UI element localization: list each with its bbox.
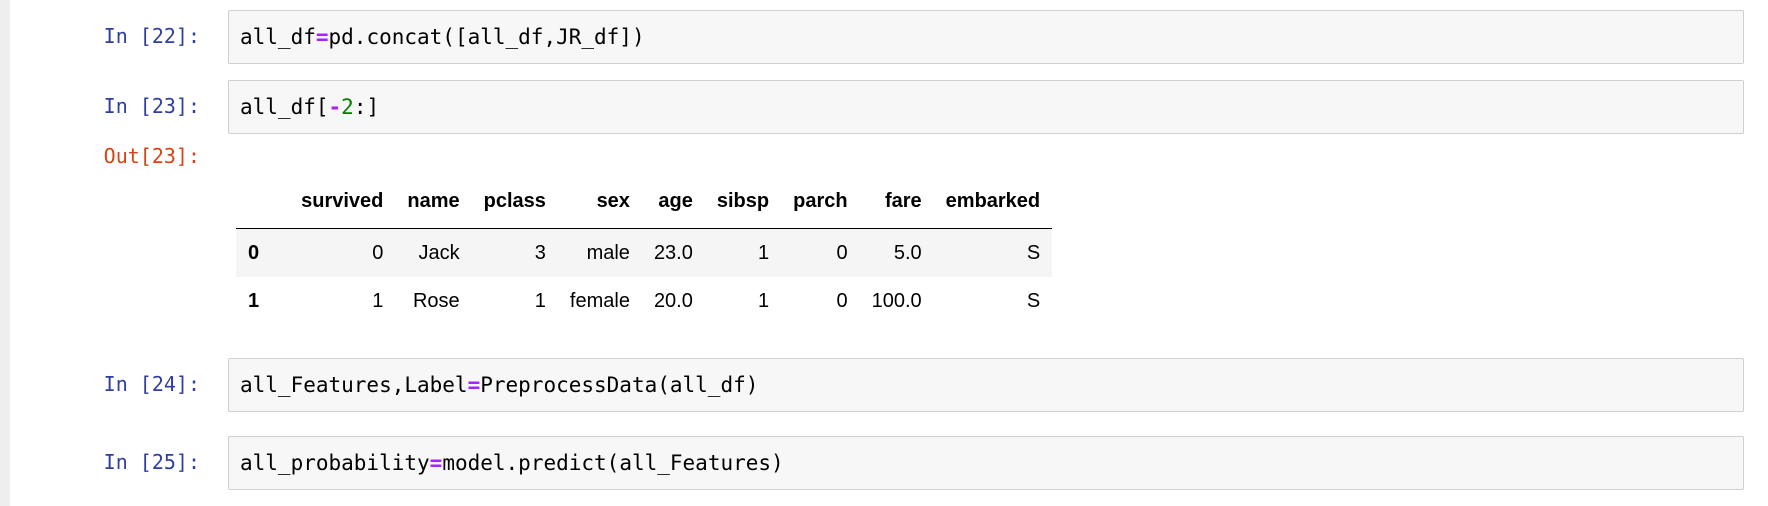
output-prompt: Out[23]: bbox=[103, 144, 200, 168]
table-cell: 23.0 bbox=[653, 241, 693, 264]
code-token: all_Features,Label bbox=[240, 373, 468, 397]
code-cell[interactable]: In [24]: all_Features,Label=PreprocessDa… bbox=[10, 358, 1768, 412]
table-cell: 0 bbox=[372, 241, 384, 264]
input-prompt: In [23]: bbox=[103, 94, 200, 118]
table-cell: 0 bbox=[836, 289, 848, 312]
table-cell: 1 bbox=[758, 241, 770, 264]
code-input[interactable]: all_Features,Label=PreprocessData(all_df… bbox=[228, 358, 1744, 412]
column-header: parch bbox=[793, 189, 848, 212]
table-cell: female bbox=[569, 289, 630, 312]
table-cell: S bbox=[1026, 289, 1041, 312]
code-operator: - bbox=[328, 95, 342, 119]
table-cell: Jack bbox=[418, 241, 460, 264]
table-cell: Rose bbox=[412, 289, 460, 312]
input-prompt: In [24]: bbox=[103, 372, 200, 396]
table-cell: 1 bbox=[534, 289, 546, 312]
column-header: sex bbox=[596, 189, 630, 212]
column-header: survived bbox=[301, 189, 384, 212]
code-operator: = bbox=[315, 25, 329, 49]
column-header: embarked bbox=[945, 189, 1041, 212]
code-token: :] bbox=[353, 95, 380, 119]
table-cell: S bbox=[1026, 241, 1041, 264]
table-cell: 100.0 bbox=[871, 289, 922, 312]
row-index: 1 bbox=[248, 289, 260, 312]
column-header bbox=[236, 174, 289, 229]
code-token: all_df[ bbox=[240, 95, 329, 119]
dataframe-table: survived name pclass sex age sibsp parch… bbox=[236, 174, 1053, 325]
code-token: pd.concat([all_df,JR_df]) bbox=[328, 25, 645, 49]
table-header-row: survived name pclass sex age sibsp parch… bbox=[236, 174, 1053, 229]
table-cell: 20.0 bbox=[653, 289, 693, 312]
code-token: all_df bbox=[240, 25, 316, 49]
code-input[interactable]: all_probability=model.predict(all_Featur… bbox=[228, 436, 1744, 490]
code-token: model.predict(all_Features) bbox=[442, 451, 784, 475]
code-token: all_probability bbox=[240, 451, 430, 475]
notebook-container: In [22]: all_df=pd.concat([all_df,JR_df]… bbox=[10, 0, 1768, 506]
column-header: fare bbox=[884, 189, 922, 212]
table-cell: 3 bbox=[534, 241, 546, 264]
table-cell: 1 bbox=[758, 289, 770, 312]
table-cell: 5.0 bbox=[893, 241, 922, 264]
input-prompt: In [25]: bbox=[103, 450, 200, 474]
code-cell[interactable]: In [23]: all_df[-2:] bbox=[10, 80, 1768, 134]
column-header: sibsp bbox=[716, 189, 770, 212]
code-token: PreprocessData(all_df) bbox=[480, 373, 759, 397]
column-header: name bbox=[407, 189, 460, 212]
table-cell: 0 bbox=[836, 241, 848, 264]
row-index: 0 bbox=[248, 241, 260, 264]
column-header: pclass bbox=[483, 189, 546, 212]
code-input[interactable]: all_df[-2:] bbox=[228, 80, 1744, 134]
table-row: 0 0 Jack 3 male 23.0 1 0 5.0 S bbox=[236, 228, 1053, 277]
code-operator: = bbox=[429, 451, 443, 475]
column-header: age bbox=[658, 189, 693, 212]
code-input[interactable]: all_df=pd.concat([all_df,JR_df]) bbox=[228, 10, 1744, 64]
code-operator: = bbox=[467, 373, 481, 397]
input-prompt: In [22]: bbox=[103, 24, 200, 48]
table-cell: male bbox=[586, 241, 630, 264]
code-number: 2 bbox=[341, 95, 354, 119]
code-cell[interactable]: In [22]: all_df=pd.concat([all_df,JR_df]… bbox=[10, 10, 1768, 64]
code-cell[interactable]: In [25]: all_probability=model.predict(a… bbox=[10, 436, 1768, 490]
table-cell: 1 bbox=[372, 289, 384, 312]
table-row: 1 1 Rose 1 female 20.0 1 0 100.0 S bbox=[236, 277, 1052, 325]
